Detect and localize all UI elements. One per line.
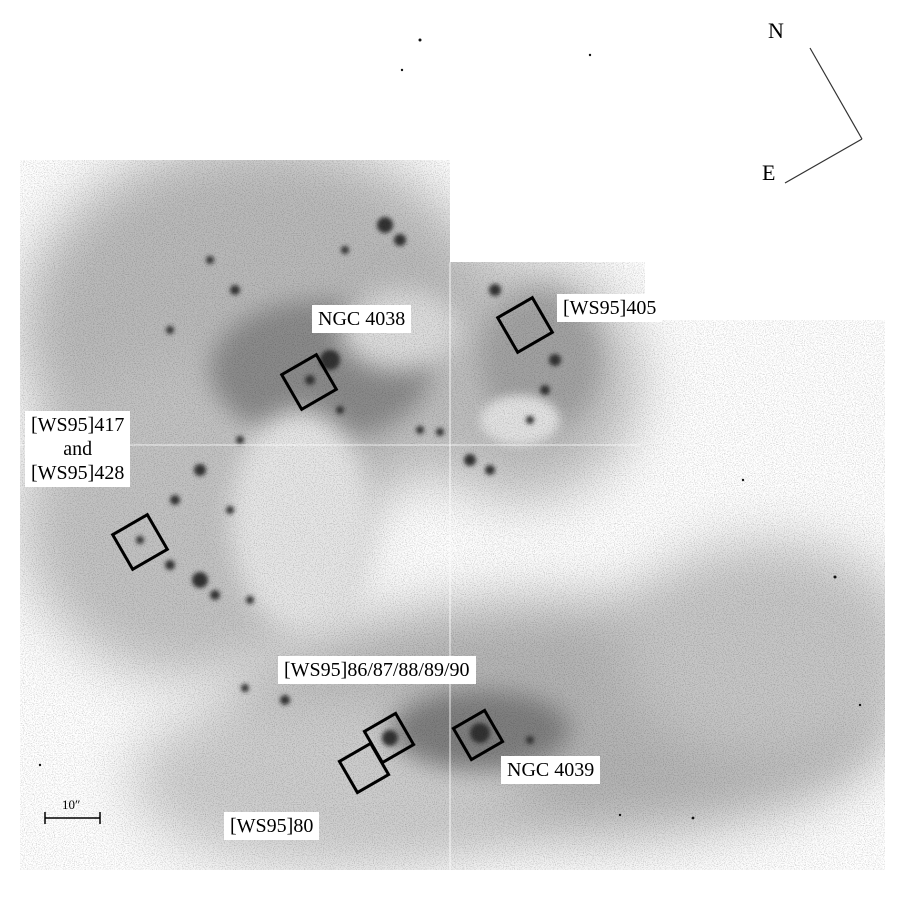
label-ws95-405: [WS95]405: [557, 294, 663, 322]
scale-bar: [44, 812, 101, 824]
label-ws95-80: [WS95]80: [224, 812, 320, 840]
marker-ngc4039: [451, 708, 505, 762]
compass-east-label: E: [762, 160, 776, 185]
label-ngc4039: NGC 4039: [501, 756, 601, 784]
compass-arrows: [784, 47, 863, 184]
label-ws95-417-428: [WS95]417 and [WS95]428: [25, 411, 131, 487]
marker-ws95-405: [495, 295, 555, 355]
label-ws95-86-90: [WS95]86/87/88/89/90: [278, 656, 476, 684]
compass-north-label: N: [768, 18, 784, 43]
marker-ws95-417-428: [110, 512, 170, 572]
marker-ngc4038: [279, 352, 339, 412]
marker-ws95-80: [337, 741, 391, 795]
label-ws95-428: [WS95]428: [31, 462, 125, 484]
stars: [38, 38, 862, 820]
scale-bar-label: 10″: [62, 797, 81, 812]
label-ws95-417: [WS95]417: [31, 414, 125, 436]
label-and: and: [63, 438, 93, 460]
region-markers: [110, 295, 555, 795]
label-ngc4038: NGC 4038: [312, 305, 412, 333]
